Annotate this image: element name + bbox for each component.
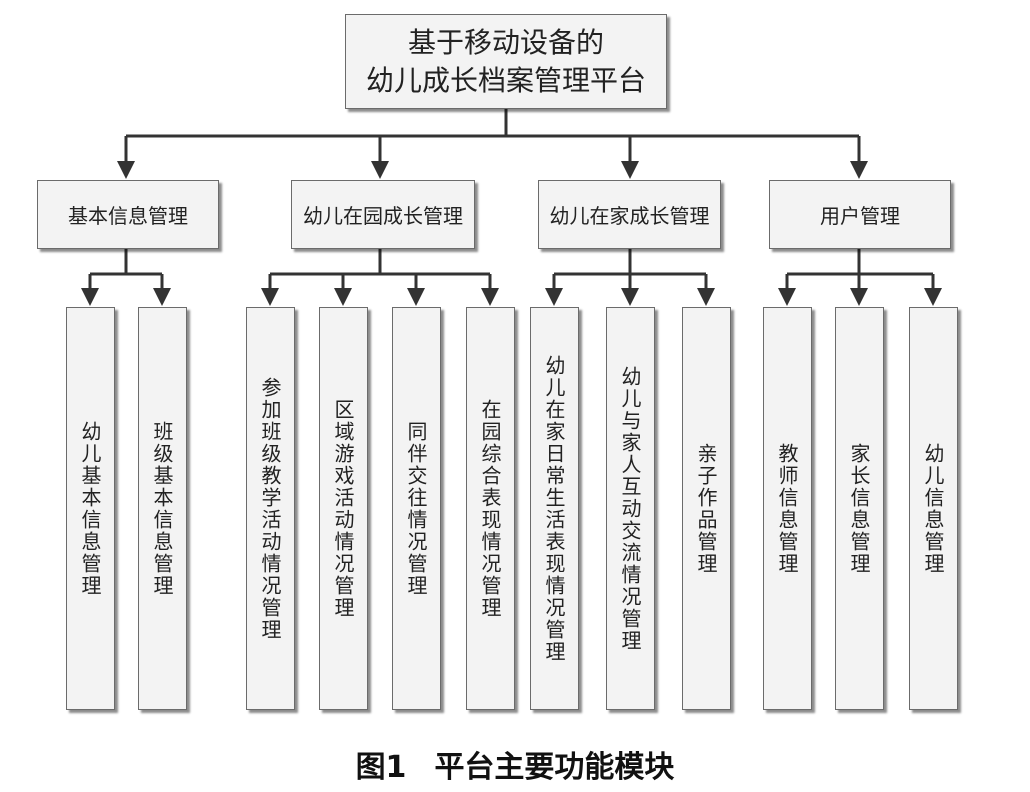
leaf-peer-interaction: 同伴交往情况管理: [392, 307, 441, 710]
leaf-label: 幼儿基本信息管理: [78, 420, 102, 597]
figure-title: 平台主要功能模块: [434, 750, 675, 785]
leaf-in-kindergarten-performance: 在园综合表现情况管理: [466, 307, 515, 710]
leaf-class-basic-info: 班级基本信息管理: [138, 307, 187, 710]
module-label: 基本信息管理: [68, 204, 188, 228]
leaf-label: 同伴交往情况管理: [404, 420, 428, 597]
root-title-line1: 基于移动设备的: [407, 25, 604, 59]
module-label: 幼儿在家成长管理: [549, 204, 710, 228]
module-in-kindergarten-growth: 幼儿在园成长管理: [291, 180, 475, 249]
leaf-label: 亲子作品管理: [694, 442, 718, 575]
leaf-label: 参加班级教学活动情况管理: [258, 376, 282, 641]
leaf-label: 幼儿与家人互动交流情况管理: [618, 365, 642, 652]
leaf-child-info: 幼儿信息管理: [909, 307, 958, 710]
leaf-area-game-activities: 区域游戏活动情况管理: [319, 307, 368, 710]
root-node: 基于移动设备的 幼儿成长档案管理平台: [345, 14, 667, 109]
figure-number: 图1: [355, 750, 407, 785]
module-label: 用户管理: [820, 204, 900, 228]
leaf-label: 在园综合表现情况管理: [478, 398, 502, 619]
figure-caption: 图1 平台主要功能模块: [0, 742, 1030, 786]
leaf-label: 家长信息管理: [847, 442, 871, 575]
leaf-label: 班级基本信息管理: [150, 420, 174, 597]
root-title-line2: 幼儿成长档案管理平台: [365, 63, 646, 97]
leaf-label: 幼儿在家日常生活表现情况管理: [542, 354, 566, 663]
leaf-family-interaction: 幼儿与家人互动交流情况管理: [606, 307, 655, 710]
leaf-label: 教师信息管理: [775, 442, 799, 575]
module-at-home-growth: 幼儿在家成长管理: [538, 180, 721, 249]
leaf-label: 幼儿信息管理: [921, 442, 945, 575]
leaf-teacher-info: 教师信息管理: [763, 307, 812, 710]
leaf-label: 区域游戏活动情况管理: [331, 398, 355, 619]
leaf-parent-info: 家长信息管理: [835, 307, 884, 710]
module-basic-info: 基本信息管理: [37, 180, 219, 249]
module-user-management: 用户管理: [769, 180, 951, 249]
module-label: 幼儿在园成长管理: [303, 204, 463, 228]
leaf-child-basic-info: 幼儿基本信息管理: [66, 307, 115, 710]
leaf-home-daily-life: 幼儿在家日常生活表现情况管理: [530, 307, 579, 710]
leaf-parent-child-works: 亲子作品管理: [682, 307, 731, 710]
leaf-class-teaching-activities: 参加班级教学活动情况管理: [246, 307, 295, 710]
